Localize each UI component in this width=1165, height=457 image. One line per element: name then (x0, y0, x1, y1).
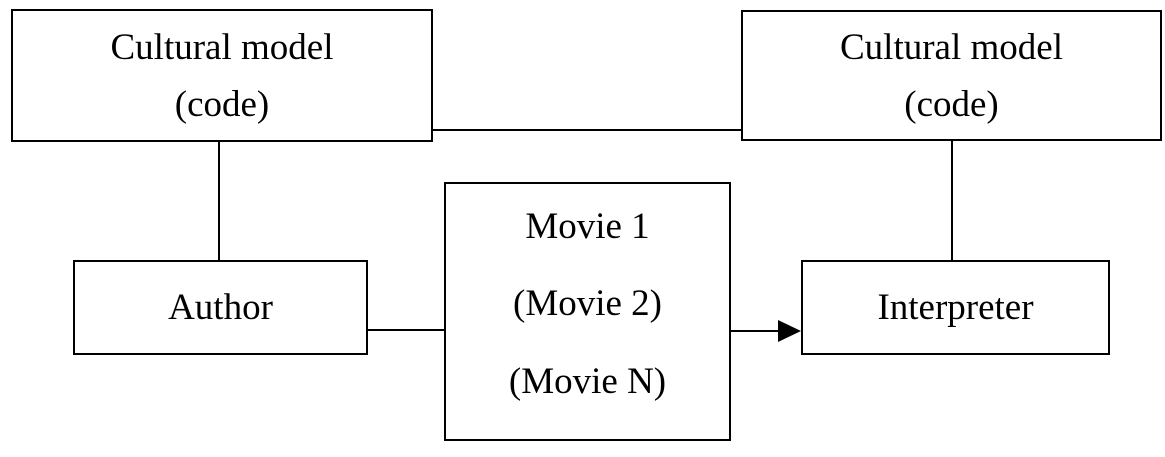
arrowhead-to-interpreter (778, 320, 801, 342)
author-box: Author (73, 260, 368, 355)
cultural-model-left-box: Cultural model (code) (11, 9, 433, 142)
cultural-model-left-code: (code) (174, 83, 270, 125)
movie-1-label: Movie 1 (525, 206, 650, 247)
cultural-model-left-title: Cultural model (110, 26, 334, 68)
interpreter-label: Interpreter (877, 287, 1034, 328)
movies-box: Movie 1 (Movie 2) (Movie N) (444, 182, 731, 441)
author-label: Author (168, 287, 273, 328)
cultural-model-right-code: (code) (904, 83, 999, 125)
movie-n-label: (Movie N) (508, 360, 667, 402)
interpreter-box: Interpreter (801, 260, 1110, 355)
cultural-model-right-title: Cultural model (840, 26, 1063, 68)
cultural-model-right-box: Cultural model (code) (741, 10, 1162, 141)
movie-2-label: (Movie 2) (513, 283, 662, 325)
